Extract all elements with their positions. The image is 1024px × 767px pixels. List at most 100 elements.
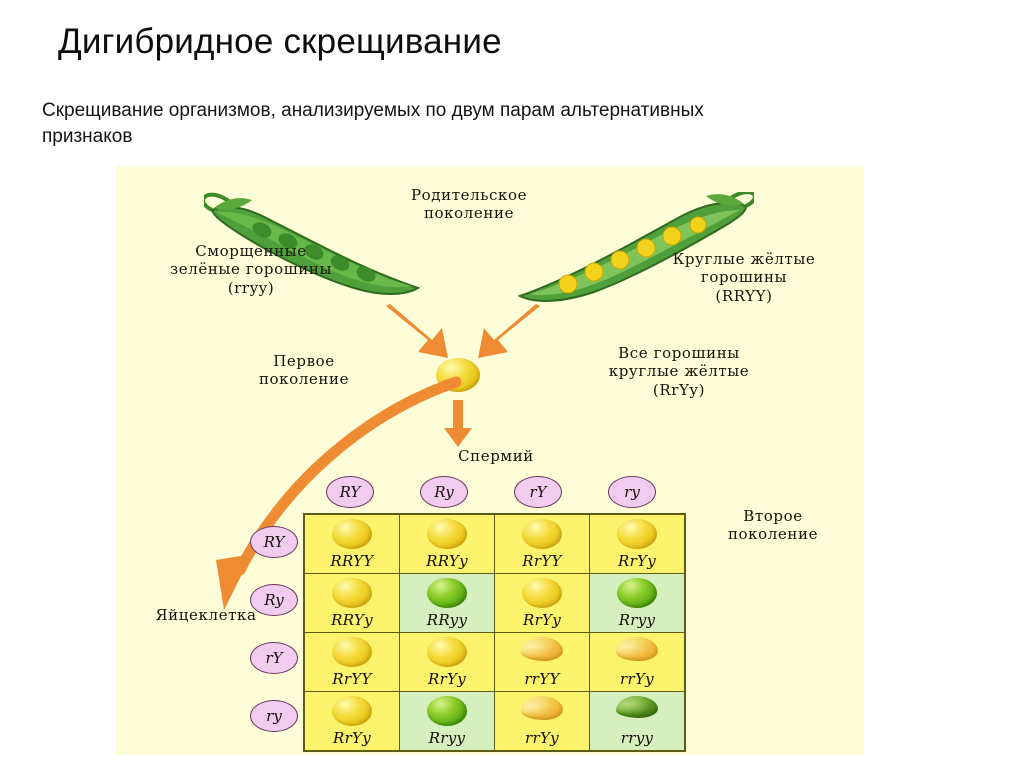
label-egg-cell: Яйцеклетка xyxy=(155,606,257,624)
gamete-label: Ry xyxy=(264,591,284,609)
label-second-generation: Второе поколение xyxy=(727,507,819,544)
pea-round-yellow-icon xyxy=(332,578,372,608)
label-left-pod-genotype: Сморщенные зелёные горошины (rryy) xyxy=(169,242,333,297)
gamete-label: rY xyxy=(265,649,283,667)
pea-shape xyxy=(521,637,563,661)
label-first-generation-desc: Все горошины круглые жёлтые (RrYy) xyxy=(608,344,750,399)
punnett-genotype: Rryy xyxy=(618,611,656,629)
label-right-pod-genotype: Круглые жёлтые горошины (RRYY) xyxy=(672,250,816,305)
gamete-oval-column-0: RY xyxy=(326,476,374,508)
punnett-genotype: RrYY xyxy=(332,670,372,688)
pea-shape xyxy=(332,637,372,667)
gamete-label: ry xyxy=(266,707,282,725)
dihybrid-cross-diagram: Родительское поколение Сморщенные зелёны… xyxy=(116,166,864,755)
page-subtitle: Скрещивание организмов, анализируемых по… xyxy=(42,100,704,147)
pea-round-yellow-icon xyxy=(522,578,562,608)
pea-round-yellow-icon xyxy=(617,519,657,549)
pea-round-green-icon xyxy=(427,578,467,608)
punnett-genotype: RRyy xyxy=(426,611,468,629)
pea-wrinkled-yellow-icon xyxy=(616,637,658,661)
pea-shape xyxy=(616,637,658,661)
punnett-cell-3-2: rrYy xyxy=(494,691,590,752)
punnett-cell-1-3: Rryy xyxy=(589,573,686,633)
pea-round-green-icon xyxy=(617,578,657,608)
punnett-cell-0-2: RrYY xyxy=(494,513,590,574)
punnett-row: RRYy RRyy RrYy Rryy xyxy=(303,573,686,633)
pea-shape xyxy=(427,637,467,667)
pea-shape xyxy=(332,696,372,726)
pea-round-yellow-icon xyxy=(522,519,562,549)
label-sperm: Спермий xyxy=(458,447,534,465)
punnett-cell-2-1: RrYy xyxy=(399,632,495,692)
punnett-row: RRYY RRYy RrYY RrYy xyxy=(303,513,686,574)
label-parental-generation: Родительское поколение xyxy=(410,186,528,223)
pea-shape xyxy=(427,578,467,608)
punnett-genotype: rrYY xyxy=(524,670,560,688)
punnett-genotype: RrYy xyxy=(522,611,562,629)
arrow-down-to-sperm-icon xyxy=(444,400,472,447)
punnett-genotype: RrYy xyxy=(332,729,372,747)
punnett-row: RrYY RrYy rrYY rrYy xyxy=(303,632,686,692)
gamete-oval-row-0: RY xyxy=(250,526,298,558)
punnett-row: RrYy Rryy rrYy rryy xyxy=(303,691,686,752)
pea-shape xyxy=(616,696,658,718)
gamete-oval-column-1: Ry xyxy=(420,476,468,508)
pea-wrinkled-green-icon xyxy=(616,696,658,718)
punnett-genotype: RrYy xyxy=(617,552,657,570)
punnett-cell-0-3: RrYy xyxy=(589,513,686,574)
punnett-genotype: rrYy xyxy=(620,670,654,688)
gamete-oval-column-2: rY xyxy=(514,476,562,508)
gamete-label: Ry xyxy=(434,483,454,501)
pod-round-yellow-parent xyxy=(517,192,754,302)
punnett-cell-0-1: RRYy xyxy=(399,513,495,574)
pea-shape xyxy=(521,696,563,720)
gamete-oval-row-2: rY xyxy=(250,642,298,674)
punnett-genotype: RRYy xyxy=(331,611,373,629)
punnett-cell-1-2: RrYy xyxy=(494,573,590,633)
gamete-oval-row-1: Ry xyxy=(250,584,298,616)
gamete-oval-row-3: ry xyxy=(250,700,298,732)
punnett-cell-2-2: rrYY xyxy=(494,632,590,692)
label-first-generation: Первое поколение xyxy=(258,352,350,389)
gamete-label: rY xyxy=(529,483,547,501)
punnett-genotype: RRYY xyxy=(330,552,374,570)
arrow-cross-right-icon xyxy=(478,304,540,358)
gamete-oval-column-3: ry xyxy=(608,476,656,508)
punnett-cell-3-3: rryy xyxy=(589,691,686,752)
page-title: Дигибридное скрещивание xyxy=(58,22,502,61)
punnett-genotype: RrYY xyxy=(522,552,562,570)
gamete-label: RY xyxy=(263,533,285,551)
pea-shape xyxy=(522,578,562,608)
pea-shape xyxy=(427,519,467,549)
pea-shape xyxy=(332,519,372,549)
pea-round-yellow-icon xyxy=(427,519,467,549)
punnett-cell-1-0: RRYy xyxy=(303,573,400,633)
pea-round-yellow-icon xyxy=(332,519,372,549)
pea-round-yellow-icon xyxy=(332,637,372,667)
punnett-genotype: RrYy xyxy=(427,670,467,688)
pea-round-yellow-icon xyxy=(427,637,467,667)
pea-shape xyxy=(617,578,657,608)
punnett-cell-3-0: RrYy xyxy=(303,691,400,752)
pea-shape xyxy=(617,519,657,549)
pea-shape xyxy=(332,578,372,608)
pea-wrinkled-yellow-icon xyxy=(521,637,563,661)
punnett-genotype: RRYy xyxy=(426,552,468,570)
punnett-cell-0-0: RRYY xyxy=(303,513,400,574)
punnett-cell-2-3: rrYy xyxy=(589,632,686,692)
pea-wrinkled-yellow-icon xyxy=(521,696,563,720)
punnett-genotype: Rryy xyxy=(428,729,466,747)
punnett-cell-1-1: RRyy xyxy=(399,573,495,633)
pea-round-yellow-icon xyxy=(332,696,372,726)
arrow-cross-left-icon xyxy=(386,304,448,358)
pea-shape xyxy=(522,519,562,549)
gamete-label: RY xyxy=(339,483,361,501)
punnett-genotype: rrYy xyxy=(525,729,559,747)
punnett-cell-2-0: RrYY xyxy=(303,632,400,692)
pod-wrinkled-green-parent xyxy=(204,192,421,295)
punnett-genotype: rryy xyxy=(620,729,654,747)
pea-round-green-icon xyxy=(427,696,467,726)
punnett-cell-3-1: Rryy xyxy=(399,691,495,752)
gamete-label: ry xyxy=(624,483,640,501)
